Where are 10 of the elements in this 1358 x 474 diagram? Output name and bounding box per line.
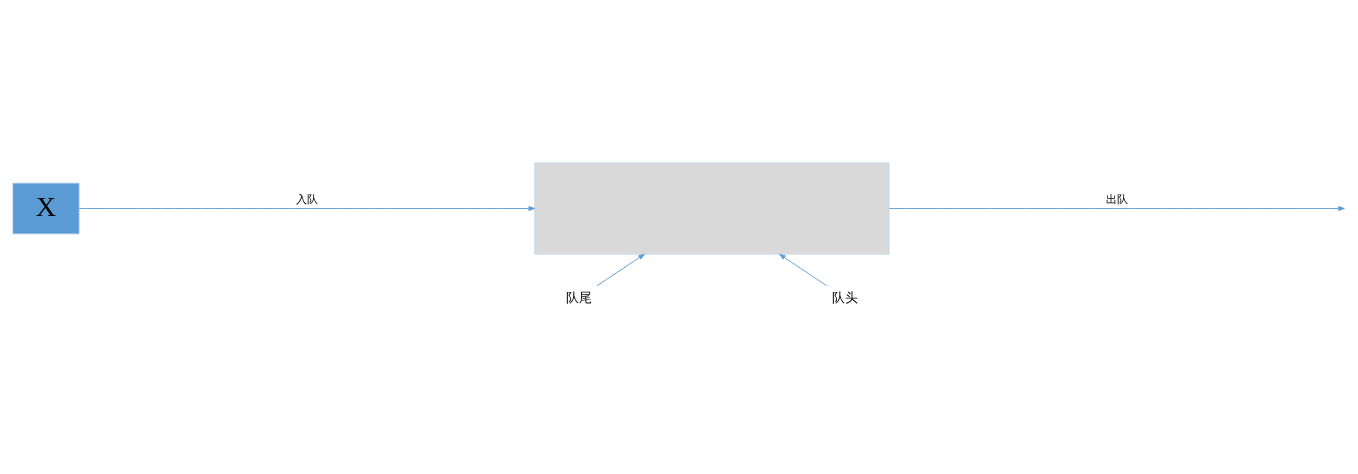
node-text: 队尾	[566, 289, 593, 305]
arrow	[78, 206, 535, 211]
arrow	[888, 206, 1345, 211]
node-text: 队头	[831, 289, 858, 305]
arrow	[596, 253, 645, 287]
edge-label: 入队	[295, 192, 318, 206]
edge-label: 出队	[1105, 192, 1128, 206]
node-box: X	[12, 182, 80, 235]
arrow	[779, 253, 828, 287]
node-box	[534, 162, 890, 255]
